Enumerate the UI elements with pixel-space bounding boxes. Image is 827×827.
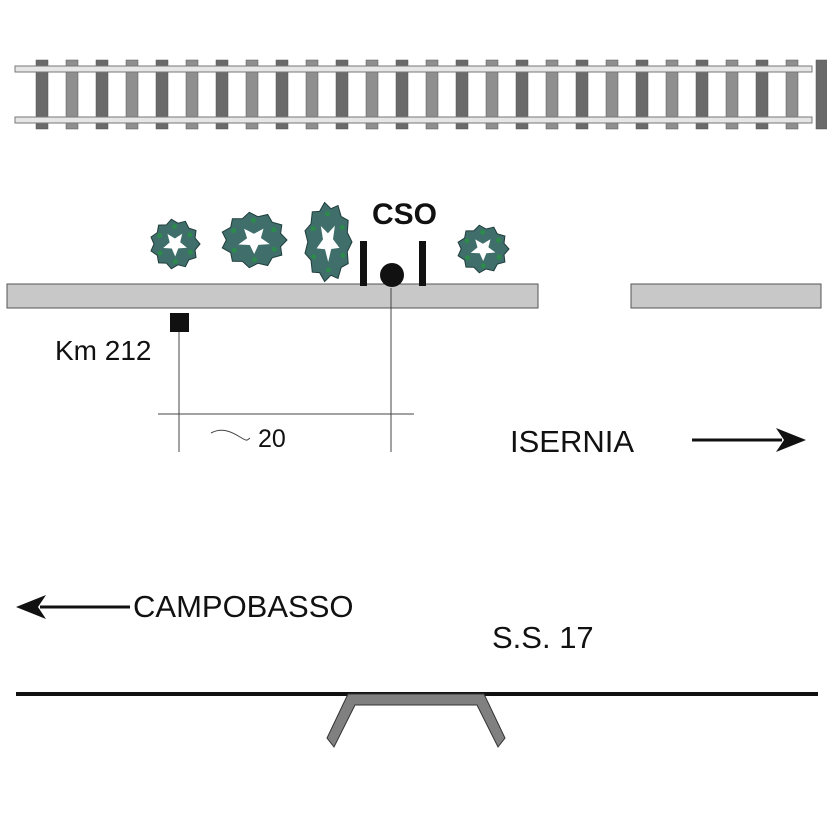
track-sleeper bbox=[665, 59, 679, 130]
arrow-right-icon bbox=[692, 428, 806, 452]
track-sleeper bbox=[215, 59, 229, 130]
track-sleeper bbox=[185, 59, 199, 130]
direction-isernia-label: ISERNIA bbox=[510, 424, 634, 459]
track-sleeper bbox=[515, 59, 529, 130]
tree-icon bbox=[457, 224, 510, 274]
trees-group bbox=[150, 201, 510, 283]
track-sleeper bbox=[245, 59, 259, 130]
track-sleeper bbox=[485, 59, 499, 130]
tree-icon bbox=[150, 218, 201, 270]
track-sleeper bbox=[455, 59, 469, 130]
distance-label: 20 bbox=[258, 425, 286, 453]
track-sleeper bbox=[395, 59, 409, 130]
track-sleeper bbox=[575, 59, 589, 130]
track-sleeper bbox=[755, 59, 769, 130]
station-label: CSO bbox=[372, 198, 437, 231]
direction-campobasso-label: CAMPOBASSO bbox=[133, 589, 354, 624]
station-marker-icon bbox=[360, 241, 426, 287]
track-sleeper bbox=[95, 59, 109, 130]
tree-icon bbox=[304, 201, 353, 283]
track-sleeper bbox=[785, 59, 799, 130]
bridge-icon bbox=[326, 693, 506, 748]
road-label: S.S. 17 bbox=[492, 620, 594, 655]
rail-top bbox=[14, 65, 813, 73]
railway-track bbox=[14, 59, 827, 130]
track-sleeper bbox=[695, 59, 709, 130]
platform-right bbox=[630, 283, 822, 309]
track-sleeper bbox=[335, 59, 349, 130]
dimension-lines bbox=[158, 288, 414, 452]
km-marker-label: Km 212 bbox=[55, 335, 152, 366]
track-sleeper bbox=[545, 59, 559, 130]
track-sleeper bbox=[35, 59, 49, 130]
rail-bottom bbox=[14, 116, 813, 124]
track-sleeper bbox=[815, 59, 827, 130]
track-sleeper bbox=[605, 59, 619, 130]
arrow-left-icon bbox=[16, 595, 130, 619]
track-sleeper bbox=[155, 59, 169, 130]
track-sleeper bbox=[725, 59, 739, 130]
track-sleeper bbox=[635, 59, 649, 130]
km-post-icon bbox=[170, 313, 189, 332]
track-sleeper bbox=[65, 59, 79, 130]
track-sleeper bbox=[275, 59, 289, 130]
track-sleeper bbox=[125, 59, 139, 130]
platform-left bbox=[6, 283, 539, 309]
tree-icon bbox=[221, 211, 288, 269]
track-sleeper bbox=[305, 59, 319, 130]
track-sleeper bbox=[365, 59, 379, 130]
track-sleeper bbox=[425, 59, 439, 130]
